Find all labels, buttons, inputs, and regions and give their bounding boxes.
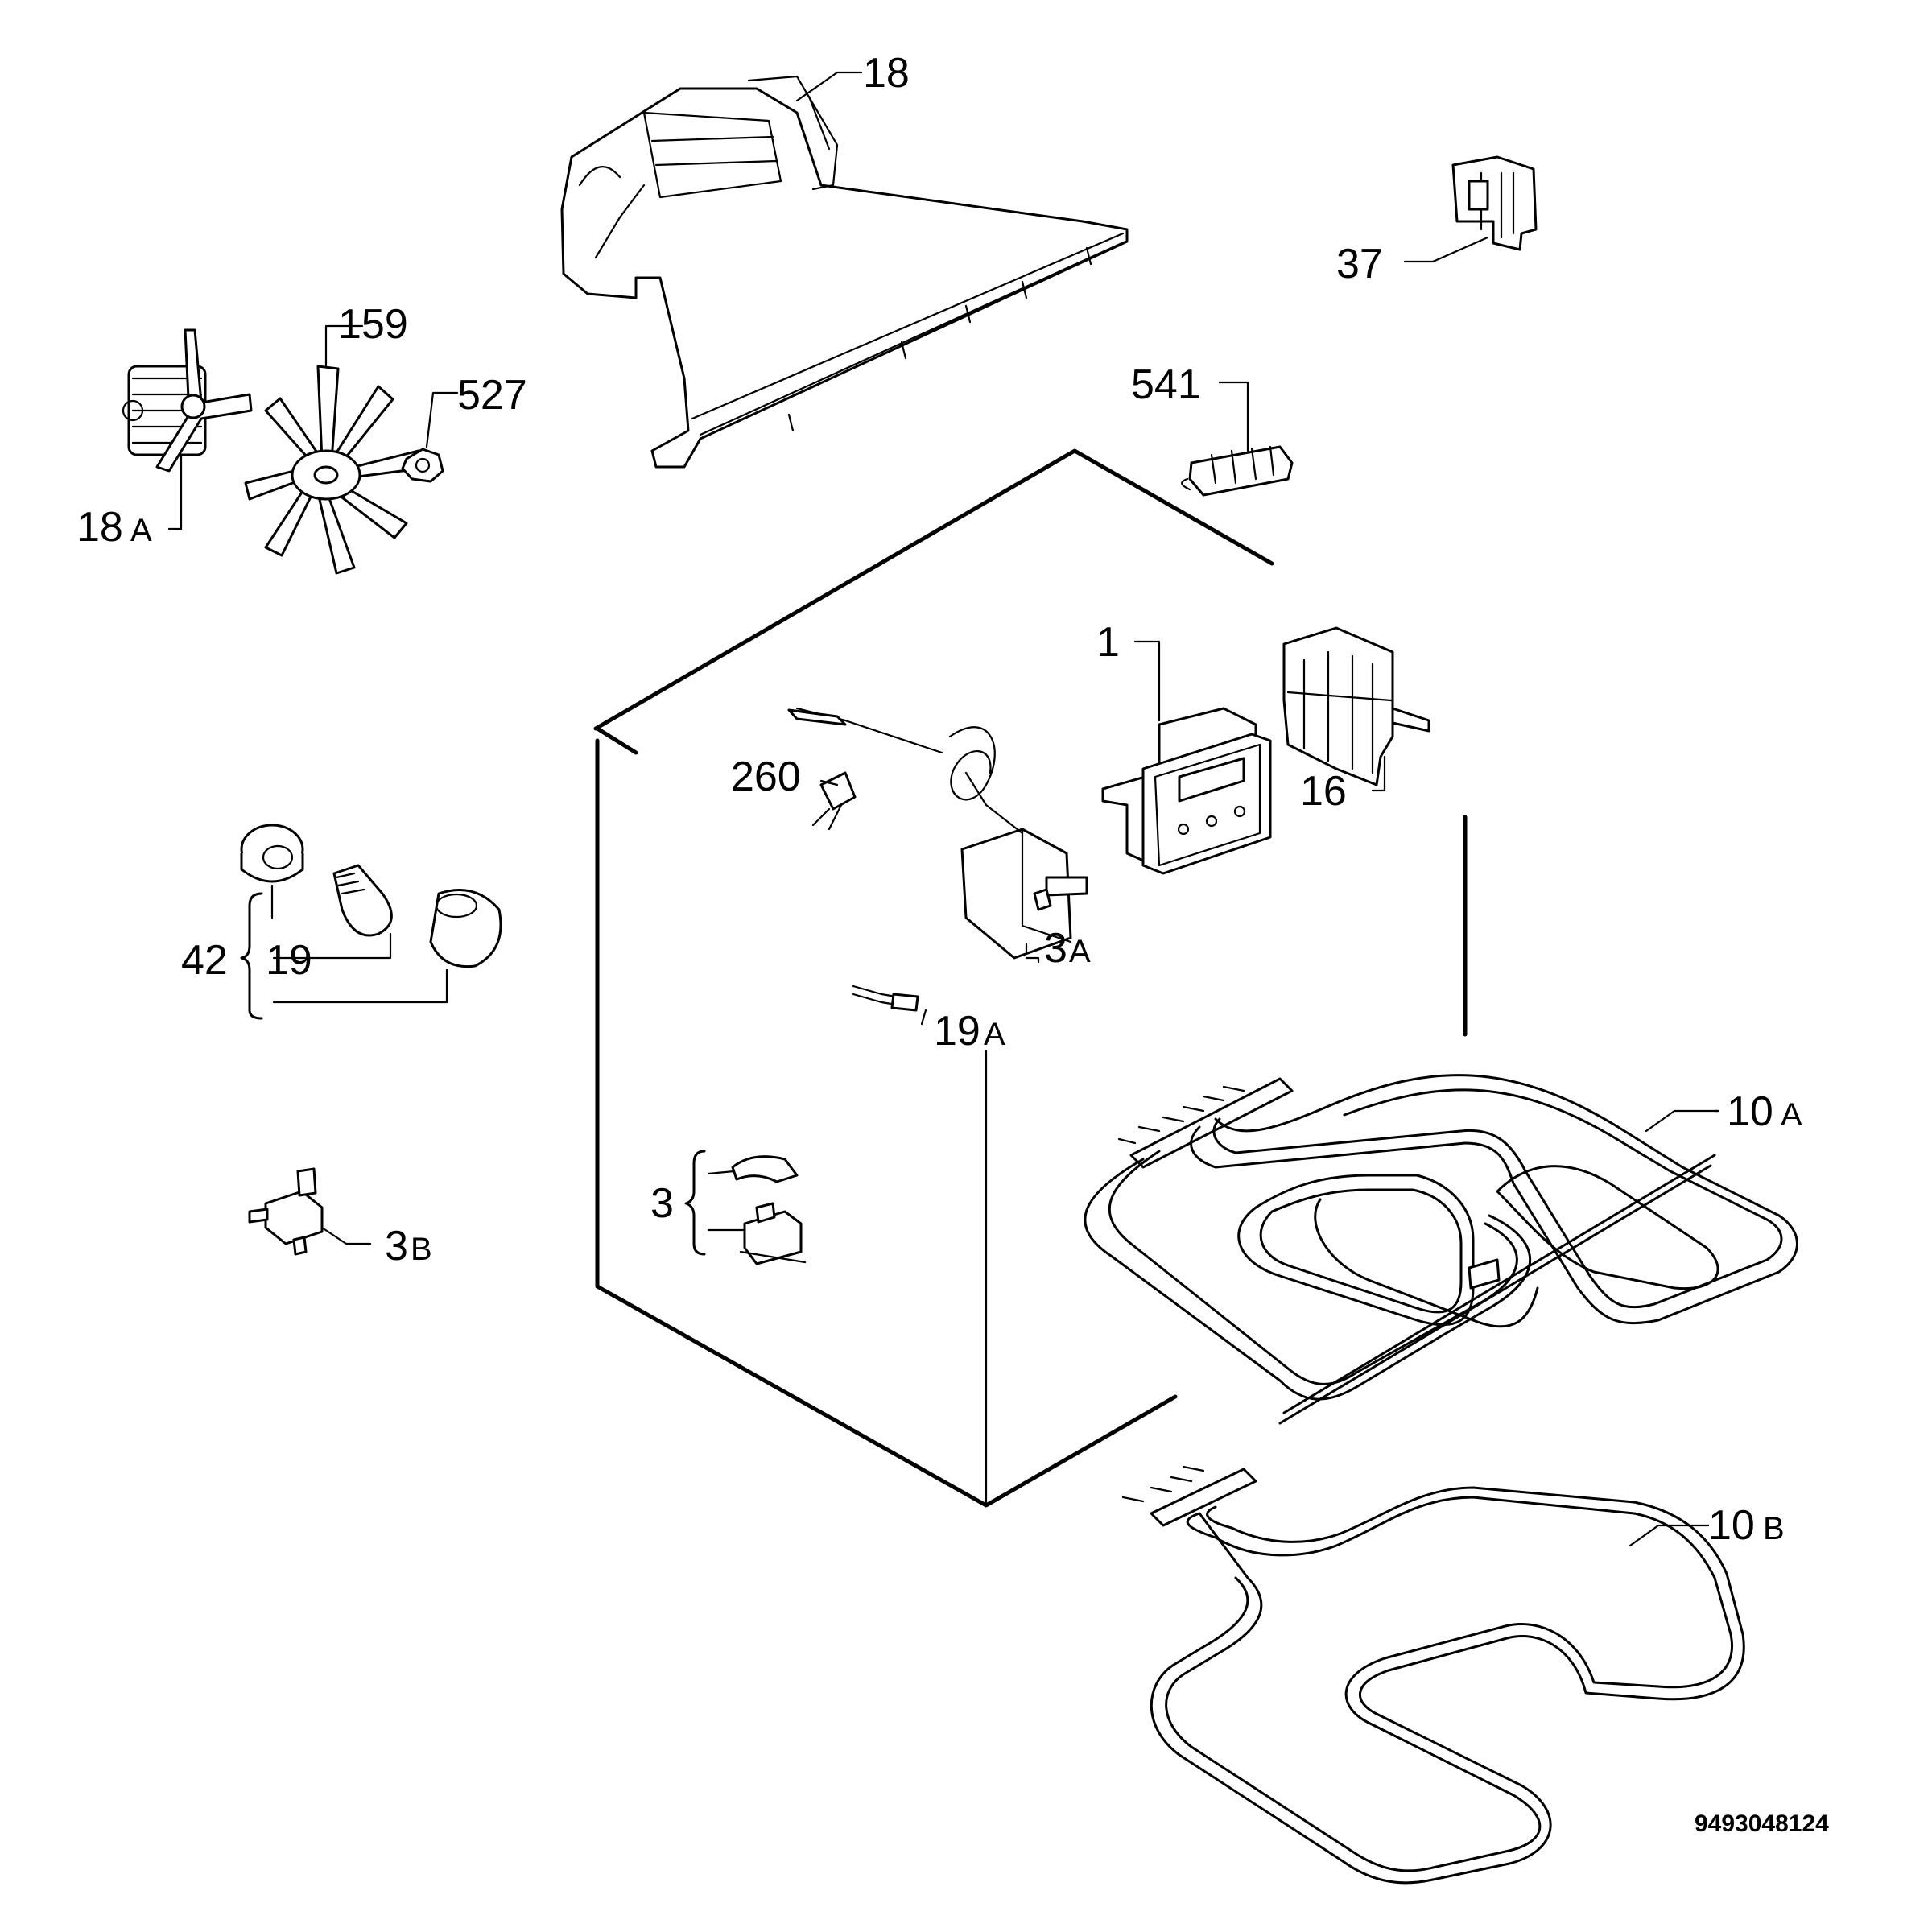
selector-switch: [1282, 626, 1430, 786]
label-10a-number: 10: [1727, 1088, 1773, 1135]
label-19a-suffix: A: [984, 1017, 1005, 1052]
label-18: 18: [863, 50, 910, 97]
terminal-block: [1181, 445, 1294, 497]
label-10a: 10 A: [1727, 1088, 1802, 1135]
label-16: 16: [1300, 768, 1347, 815]
label-3b: 3 B: [385, 1223, 432, 1269]
label-18a-number: 18: [76, 504, 123, 551]
top-heating-element: [1084, 1074, 1798, 1425]
fan-duct-housing: [560, 75, 1129, 469]
label-3a-number: 3: [1044, 925, 1067, 972]
label-3b-suffix: B: [411, 1232, 432, 1267]
label-19: 19: [266, 937, 312, 984]
label-19a: 19 A: [934, 1008, 1005, 1055]
leader-lines: [167, 71, 1720, 1547]
label-18a-suffix: A: [130, 513, 152, 548]
label-541: 541: [1131, 361, 1201, 408]
label-18a: 18 A: [76, 504, 152, 551]
lamp-wire: [852, 985, 919, 1012]
label-42: 42: [181, 937, 228, 984]
bottom-heating-element: [1121, 1465, 1745, 1885]
label-260: 260: [731, 753, 801, 800]
lamp-bulb: [332, 864, 393, 937]
fan-motor: [122, 328, 253, 473]
label-10b: 10 B: [1708, 1502, 1785, 1549]
label-10a-suffix: A: [1781, 1097, 1802, 1133]
fan-wheel: [244, 365, 422, 575]
oven-cavity-outline: [593, 448, 1468, 1508]
label-3: 3: [650, 1180, 674, 1227]
bracket-3: [684, 1150, 706, 1256]
electronic-timer: [1101, 707, 1272, 875]
door-switch: [1451, 155, 1538, 251]
label-10b-suffix: B: [1763, 1511, 1785, 1546]
label-1: 1: [1096, 619, 1120, 666]
label-37: 37: [1336, 241, 1383, 287]
capillary-clip: [811, 771, 857, 831]
thermostat: [787, 707, 1088, 960]
lamp-cover: [429, 889, 502, 968]
drawing-number: 9493048124: [1695, 1810, 1829, 1837]
label-19a-number: 19: [934, 1008, 980, 1055]
lamp-holder: [240, 824, 304, 883]
safety-thermostat: [248, 1167, 324, 1256]
thermal-cutout: [731, 1155, 807, 1265]
label-3a-suffix: A: [1069, 934, 1091, 969]
label-159: 159: [338, 301, 408, 348]
label-527: 527: [457, 372, 527, 419]
label-10b-number: 10: [1708, 1502, 1755, 1549]
label-3b-number: 3: [385, 1223, 408, 1269]
label-3a: 3 A: [1044, 925, 1091, 972]
fan-nut: [401, 448, 444, 483]
bracket-42: [240, 892, 263, 1020]
